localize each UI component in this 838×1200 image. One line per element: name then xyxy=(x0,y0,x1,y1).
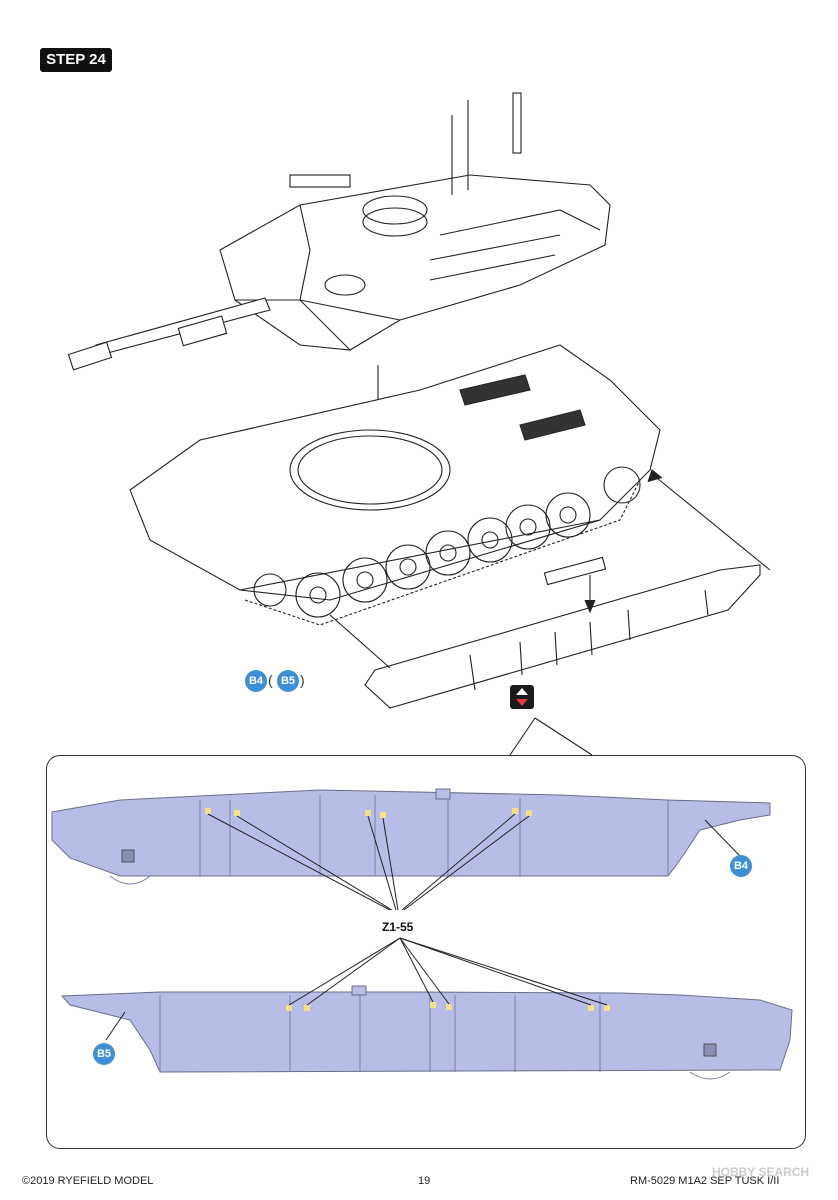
callout-b4-main: B4 xyxy=(245,670,267,692)
callout-b5-detail: B5 xyxy=(93,1043,115,1065)
part-leader-lines xyxy=(105,813,741,1041)
skirt-part-b4 xyxy=(51,788,771,885)
paren-open: ( xyxy=(268,672,273,688)
step-badge: STEP 24 xyxy=(40,48,112,72)
footer-page-number: 19 xyxy=(418,1175,431,1187)
footer-kit-code: RM-5029 M1A2 SEP TUSK I/II xyxy=(630,1175,780,1187)
hull-drawing xyxy=(129,344,661,626)
side-skirt-drawing xyxy=(364,556,761,709)
turret-drawing xyxy=(67,92,611,371)
part-label-z1-55: Z1-55 xyxy=(382,920,414,934)
watermark: HOBBY SEARCH xyxy=(712,1165,810,1179)
paren-close: ) xyxy=(300,672,305,688)
callout-b4-detail: B4 xyxy=(730,855,752,877)
callout-b5-main: B5 xyxy=(277,670,299,692)
skirt-part-b5 xyxy=(60,985,793,1080)
footer-copyright: ©2019 RYEFIELD MODEL xyxy=(22,1175,154,1187)
flip-part-icon xyxy=(510,685,534,709)
